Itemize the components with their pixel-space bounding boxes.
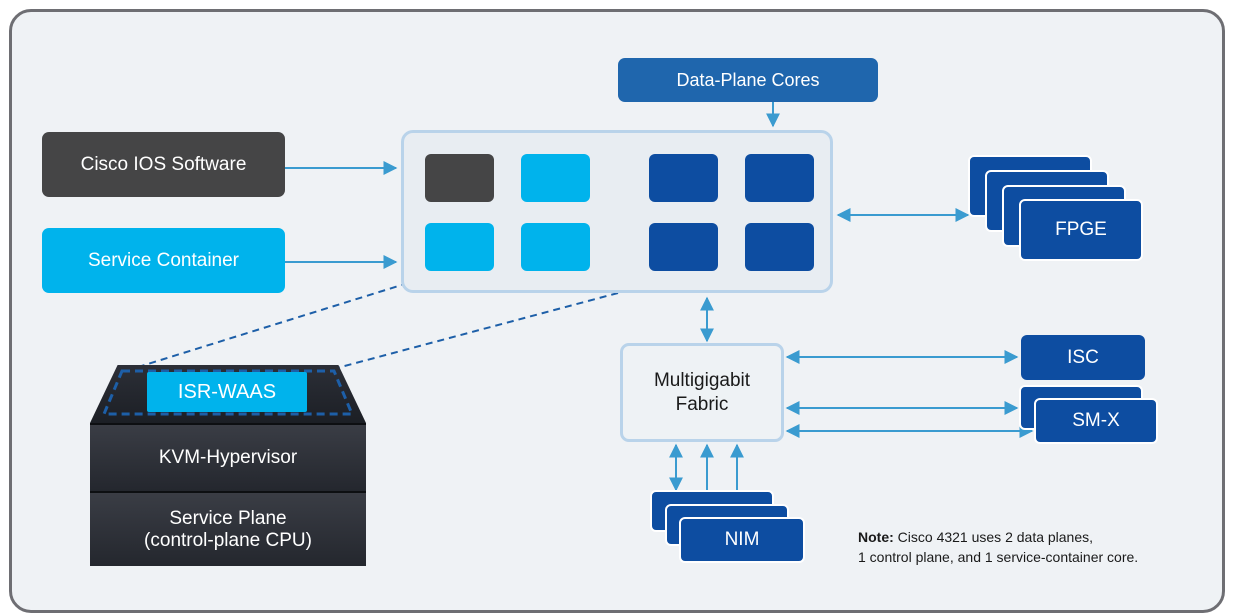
service-container-box: Service Container: [42, 228, 285, 293]
cisco-ios-software-box: Cisco IOS Software: [42, 132, 285, 197]
footnote: Note: Cisco 4321 uses 2 data planes, 1 c…: [858, 527, 1138, 567]
dashed-zoom-line-right: [336, 292, 619, 369]
data-plane-cores-box: Data-Plane Cores: [618, 58, 878, 102]
service-plane-label-line1: Service Plane: [169, 507, 287, 529]
note-line2: 1 control plane, and 1 service-container…: [858, 549, 1139, 565]
core-service-3: [521, 223, 590, 271]
fabric-label-line2: Fabric: [675, 393, 729, 415]
data-plane-cores-label: Data-Plane Cores: [676, 69, 820, 90]
isr-waas-label: ISR-WAAS: [177, 380, 277, 403]
fabric-label-line1: Multigigabit: [653, 369, 751, 391]
sm-x-label: SM-X: [1072, 410, 1120, 431]
service-container-label: Service Container: [87, 249, 240, 271]
fpge-label: FPGE: [1055, 219, 1107, 240]
cisco-ios-software-label: Cisco IOS Software: [80, 153, 247, 175]
service-plane-label-line2: (control-plane CPU): [144, 529, 312, 551]
server-dashed-outline: [101, 369, 355, 416]
isc-label: ISC: [1067, 346, 1099, 368]
core-data-plane-4: [745, 223, 814, 271]
note-label: Note:: [858, 529, 894, 545]
core-ios: [425, 154, 494, 202]
cpu-core-panel: [401, 130, 833, 293]
nim-box: NIM: [679, 517, 805, 563]
multigigabit-fabric-box: Multigigabit Fabric: [620, 343, 784, 442]
core-data-plane-1: [649, 154, 718, 202]
isr-waas-box: ISR-WAAS: [147, 372, 307, 412]
kvm-hypervisor-layer: KVM-Hypervisor: [90, 423, 366, 491]
core-data-plane-2: [745, 154, 814, 202]
note-line1: Cisco 4321 uses 2 data planes,: [897, 529, 1094, 545]
nim-label: NIM: [724, 529, 760, 550]
core-service-2: [425, 223, 494, 271]
sm-x-box: SM-X: [1034, 398, 1158, 444]
core-service-1: [521, 154, 590, 202]
core-data-plane-3: [649, 223, 718, 271]
service-plane-layer: Service Plane (control-plane CPU): [90, 491, 366, 566]
fpge-box: FPGE: [1019, 199, 1143, 261]
kvm-hypervisor-label: KVM-Hypervisor: [158, 447, 298, 468]
isc-box: ISC: [1021, 335, 1145, 380]
